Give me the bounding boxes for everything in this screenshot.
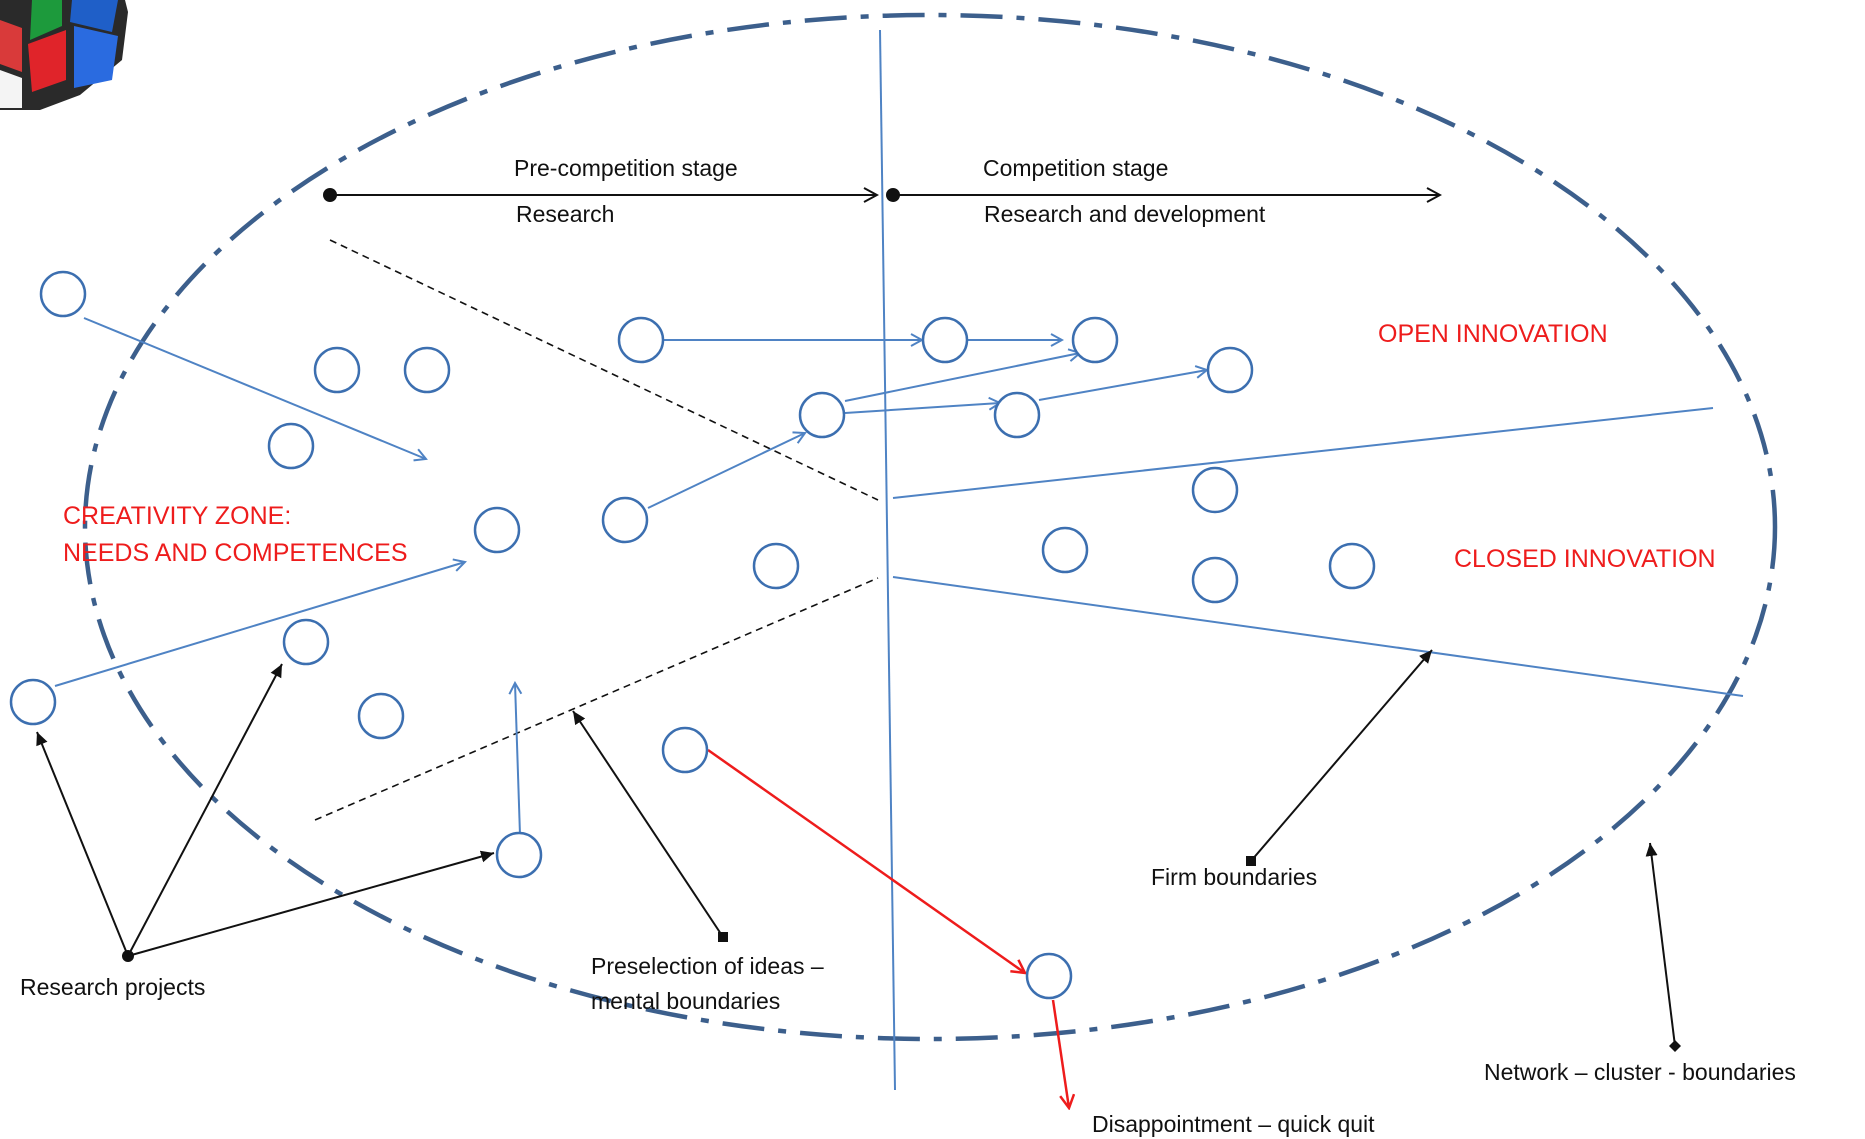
firm-boundary-upper	[892, 407, 1714, 499]
project-circle	[661, 726, 709, 774]
mental-boundary-upper	[329, 239, 879, 501]
project-circle	[282, 618, 330, 666]
project-circle	[1191, 466, 1239, 514]
flow-arrows	[54, 317, 1207, 836]
annotation-labels: Research projects Preselection of ideas …	[20, 864, 1796, 1137]
stage-divider	[879, 29, 896, 1091]
project-circles	[9, 270, 1376, 1000]
disappointment-label: Disappointment – quick quit	[1092, 1111, 1375, 1137]
firm-boundaries-label: Firm boundaries	[1151, 864, 1317, 890]
project-circle	[1025, 952, 1073, 1000]
needs-competences-label: NEEDS AND COMPETENCES	[63, 539, 408, 567]
project-circle	[9, 678, 57, 726]
creativity-zone-label: CREATIVITY ZONE:	[63, 502, 291, 530]
firm-boundary-lower	[892, 576, 1744, 697]
project-circle	[993, 391, 1041, 439]
project-circle	[921, 316, 969, 364]
project-circle	[473, 506, 521, 554]
network-boundary-ellipse	[82, 12, 1778, 1042]
mental-boundaries-label: mental boundaries	[591, 988, 780, 1014]
pre-competition-label: Pre-competition stage	[514, 155, 738, 181]
disappointment-path	[707, 748, 1069, 1108]
project-circle	[1328, 542, 1376, 590]
project-circle	[1071, 316, 1119, 364]
callout-arrows	[36, 649, 1681, 1052]
project-circle	[601, 496, 649, 544]
preselection-label: Preselection of ideas –	[591, 953, 824, 979]
competition-label: Competition stage	[983, 155, 1168, 181]
closed-innovation-label: CLOSED INNOVATION	[1454, 545, 1716, 573]
project-circle	[752, 542, 800, 590]
project-circle	[403, 346, 451, 394]
project-circle	[313, 346, 361, 394]
project-circle	[267, 422, 315, 470]
project-circle	[495, 831, 543, 879]
project-circle	[1041, 526, 1089, 574]
zone-labels: OPEN INNOVATION CLOSED INNOVATION CREATI…	[63, 320, 1716, 573]
stage-timeline	[323, 188, 1440, 202]
project-circle	[1206, 346, 1254, 394]
project-circle	[798, 391, 846, 439]
project-circle	[1191, 556, 1239, 604]
stage-labels: Pre-competition stage Research Competiti…	[514, 155, 1266, 227]
project-circle	[39, 270, 87, 318]
network-boundaries-label: Network – cluster - boundaries	[1484, 1059, 1796, 1085]
research-projects-label: Research projects	[20, 974, 205, 1000]
mental-boundary-lower	[314, 577, 879, 821]
rubiks-cube-logo	[0, 0, 128, 110]
project-circle	[617, 316, 665, 364]
open-innovation-label: OPEN INNOVATION	[1378, 320, 1608, 348]
research-label: Research	[516, 201, 614, 227]
research-development-label: Research and development	[984, 201, 1266, 227]
project-circle	[357, 692, 405, 740]
